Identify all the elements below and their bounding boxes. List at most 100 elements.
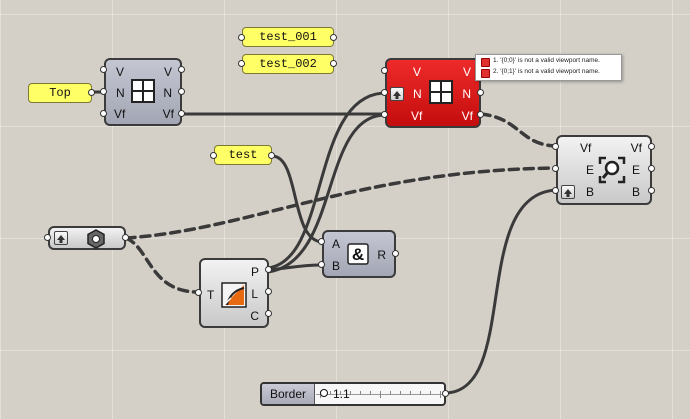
error-message-1: 1. '{0;0}' is not a valid viewport name. (493, 57, 600, 64)
input-e-label: E (586, 163, 595, 177)
input-n-label: N (116, 86, 125, 100)
panel-test-002-output-port[interactable] (330, 60, 337, 67)
error-view-input-vf[interactable] (381, 111, 388, 118)
panel-test-002[interactable]: test_002 (242, 54, 334, 74)
zoom-extents-icon (598, 156, 626, 184)
input-vf-label: Vf (114, 107, 126, 121)
and-input-b[interactable] (318, 261, 325, 268)
output-v-label: V (462, 65, 471, 79)
slider-tick (400, 391, 401, 395)
error-tooltip: 1. '{0;0}' is not a valid viewport name.… (475, 54, 622, 81)
input-b-label: B (332, 259, 341, 273)
named-view-input-v[interactable] (100, 66, 107, 73)
panel-top[interactable]: Top (28, 83, 92, 103)
svg-text:&: & (352, 245, 364, 264)
output-p-label: P (250, 265, 259, 279)
named-view-input-vf[interactable] (100, 110, 107, 117)
output-e-label: E (631, 163, 640, 177)
viewport-grid-icon (429, 80, 453, 104)
error-message-2: 2. '{0;1}' is not a valid viewport name. (493, 68, 600, 75)
layer-icon (221, 282, 247, 308)
panel-test-001[interactable]: test_001 (242, 27, 334, 47)
slider-tick (430, 391, 431, 395)
layer-output-p[interactable] (265, 266, 272, 273)
slider-tick (440, 391, 441, 398)
slider-tick (420, 391, 421, 395)
wire-p-to-vf-red (266, 113, 387, 274)
zoom-output-b[interactable] (648, 187, 655, 194)
ampersand-icon: & (347, 243, 369, 265)
slider-value: 1.1 (333, 387, 350, 401)
slider-tick (350, 391, 351, 395)
output-b-label: B (631, 185, 640, 199)
zoom-component[interactable]: Vf E B Vf E B (556, 135, 652, 205)
output-c-label: C (250, 309, 259, 323)
input-n-label: N (413, 87, 422, 101)
slider-output-port[interactable] (442, 390, 449, 397)
wire-p-to-n-red (266, 91, 387, 270)
named-view-output-n[interactable] (178, 88, 185, 95)
output-l-label: L (251, 287, 258, 301)
and-component[interactable]: A B R & (322, 230, 396, 278)
panel-test-001-output-port[interactable] (330, 34, 337, 41)
wire-p-to-b (266, 263, 324, 272)
wire-slider-to-b (444, 188, 558, 395)
input-v-label: V (413, 65, 422, 79)
layer-input-t[interactable] (195, 289, 202, 296)
layer-output-l[interactable] (265, 288, 272, 295)
and-input-a[interactable] (318, 238, 325, 245)
input-a-label: A (332, 237, 341, 251)
graft-arrow-icon (561, 185, 575, 199)
named-view-error-component[interactable]: V N Vf V N Vf (385, 58, 481, 128)
geometry-input-port[interactable] (44, 234, 51, 241)
named-view-output-v[interactable] (178, 66, 185, 73)
slider-name-label: Border (262, 384, 315, 404)
graft-arrow-icon (390, 87, 404, 101)
error-view-input-n[interactable] (381, 89, 388, 96)
error-view-output-vf[interactable] (477, 111, 484, 118)
and-output-r[interactable] (392, 250, 399, 257)
named-view-component[interactable]: V N Vf V N Vf (104, 58, 182, 126)
output-n-label: N (163, 86, 172, 100)
panel-top-output-port[interactable] (88, 89, 95, 96)
input-t-label: T (207, 288, 215, 302)
panel-test[interactable]: test (214, 145, 272, 165)
layer-output-c[interactable] (265, 310, 272, 317)
input-v-label: V (116, 65, 125, 79)
input-vf-label: Vf (580, 141, 592, 155)
error-icon (481, 69, 490, 78)
geometry-parameter[interactable] (48, 226, 126, 250)
slider-tick (340, 391, 341, 395)
zoom-input-e[interactable] (552, 165, 559, 172)
slider-knob[interactable] (320, 389, 328, 397)
error-view-output-n[interactable] (477, 89, 484, 96)
zoom-output-vf[interactable] (648, 143, 655, 150)
slider-tick (330, 391, 331, 395)
zoom-input-vf[interactable] (552, 143, 559, 150)
input-vf-label: Vf (411, 109, 423, 123)
geometry-output-port[interactable] (122, 234, 129, 241)
viewport-grid-icon (131, 79, 155, 103)
output-v-label: V (163, 65, 172, 79)
wire-geom-to-t (124, 236, 200, 294)
panel-test-input-port[interactable] (210, 152, 217, 159)
slider-tick (370, 391, 371, 395)
number-slider-border[interactable]: Border 1.1 (260, 382, 446, 406)
named-view-input-n[interactable] (100, 88, 107, 95)
slider-tick (410, 391, 411, 395)
panel-test-001-input-port[interactable] (238, 34, 245, 41)
slider-tick (380, 391, 381, 398)
layer-component[interactable]: T P L C (199, 258, 269, 328)
zoom-input-b[interactable] (552, 187, 559, 194)
geometry-hexagon-icon (87, 229, 105, 249)
input-b-label: B (586, 185, 595, 199)
zoom-output-e[interactable] (648, 165, 655, 172)
named-view-output-vf[interactable] (178, 110, 185, 117)
graft-arrow-icon (54, 231, 68, 245)
panel-test-002-input-port[interactable] (238, 60, 245, 67)
slider-tick (390, 391, 391, 395)
panel-test-output-port[interactable] (268, 152, 275, 159)
error-view-input-v[interactable] (381, 67, 388, 74)
